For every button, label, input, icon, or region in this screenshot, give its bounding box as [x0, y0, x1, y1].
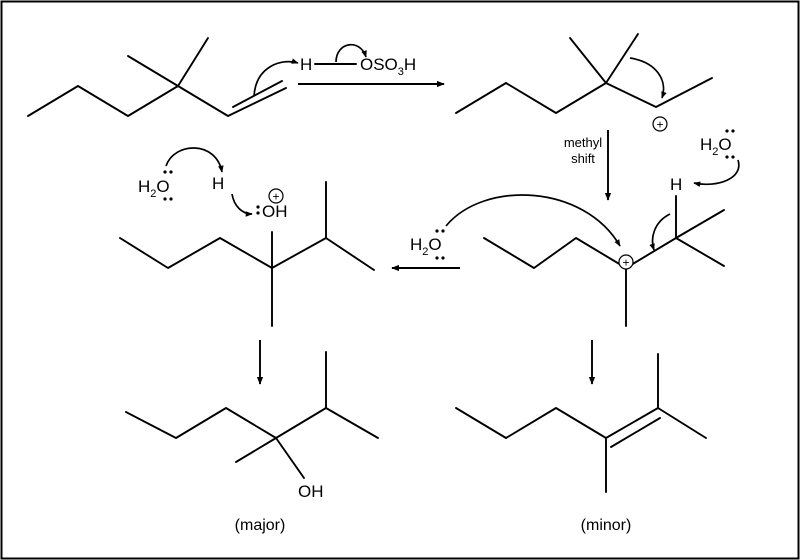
water-nucleophile: H2O	[410, 229, 445, 260]
positive-charge-icon: +	[618, 254, 634, 270]
secondary-carbocation: +	[455, 33, 713, 132]
oxonium-h-label: H	[212, 174, 224, 193]
tertiary-h-label: H	[670, 175, 682, 194]
svg-text:+: +	[272, 190, 279, 204]
minor-product-alkene	[455, 353, 707, 493]
water-base-left: H2O	[138, 170, 173, 201]
svg-text:+: +	[622, 256, 629, 270]
water-base-right: H2O	[700, 129, 735, 159]
water-label-middle: H2O	[410, 235, 442, 258]
svg-text:+: +	[656, 118, 663, 132]
acid-oso3h-label: OSO3H	[360, 55, 416, 78]
alcohol-oh-label: OH	[298, 482, 324, 501]
major-product-label: (major)	[235, 517, 286, 534]
starting-alkene	[27, 37, 287, 117]
positive-charge-icon: +	[268, 188, 284, 204]
methyl-shift-label-line1: methyl	[564, 135, 602, 150]
oxonium-ion: OH + H	[119, 174, 375, 327]
curly-arrow-ch-to-cation	[649, 213, 671, 251]
water-label-left: H2O	[138, 177, 170, 200]
positive-charge-icon: +	[652, 116, 668, 132]
sulfuric-acid: H OSO3H	[300, 55, 416, 78]
curly-arrow-water-to-oxonium-h	[165, 147, 224, 173]
oxonium-oh-label: OH	[262, 202, 288, 221]
curly-arrow-water-to-h	[693, 159, 740, 188]
curly-arrow-oh-bond-to-oxygen	[231, 193, 253, 217]
tertiary-carbocation: H +	[483, 175, 725, 327]
water-label-right: H2O	[700, 135, 732, 158]
curly-arrow-methyl-shift	[629, 57, 667, 99]
curly-arrow-water-to-cation	[445, 194, 621, 247]
major-product-alcohol: OH	[125, 351, 379, 501]
acid-h-label: H	[300, 55, 312, 74]
methyl-shift-label-line2: shift	[571, 151, 595, 166]
curly-arrow-pi-to-h	[253, 58, 299, 97]
curly-arrow-bond-to-oxygen	[335, 43, 367, 63]
minor-product-label: (minor)	[581, 517, 632, 534]
